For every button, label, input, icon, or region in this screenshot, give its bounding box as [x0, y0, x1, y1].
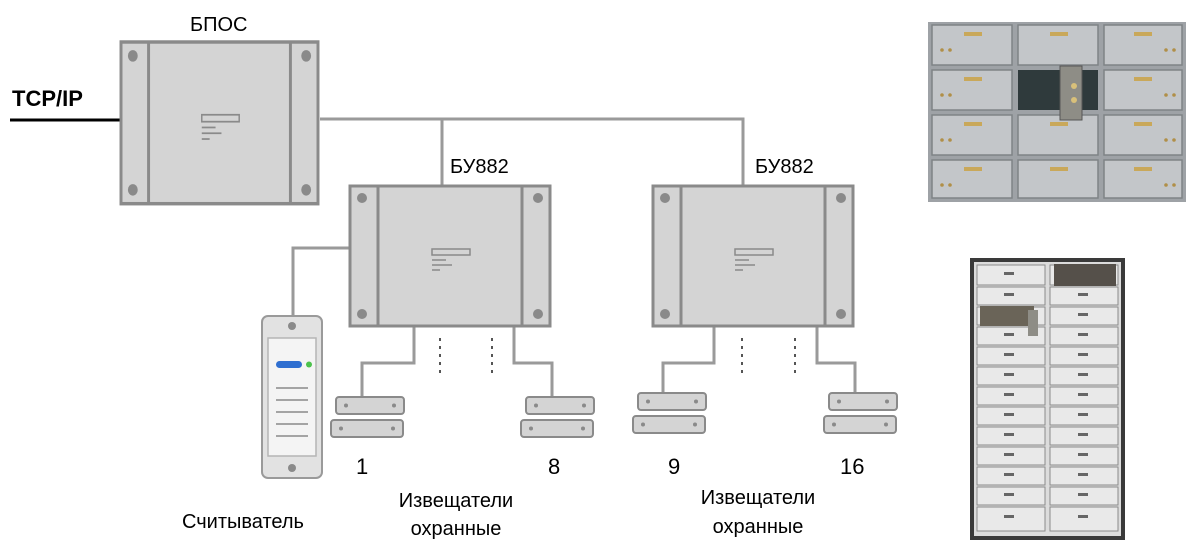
sensor-cable-8: [512, 325, 554, 397]
bpos-unit: [119, 40, 320, 206]
reader-label: Считыватель: [182, 511, 304, 533]
sensor-cable-16: [815, 325, 857, 393]
sensor-cable-9: [661, 325, 716, 393]
sensors-caption-2-line1: Извещатели: [701, 487, 815, 509]
reader-cable: [291, 246, 350, 318]
tcpip-label: TCP/IP: [12, 86, 83, 111]
sensor-number-16: 16: [840, 454, 864, 479]
sensor-9: [632, 392, 707, 434]
sensor-1: [330, 396, 405, 438]
bus-line: [320, 117, 745, 186]
sensor-number-8: 8: [548, 454, 560, 479]
open-box-door: [1059, 65, 1083, 121]
sensor-number-1: 1: [356, 454, 368, 479]
card-reader: [261, 315, 323, 479]
sensors-caption-2-line2: охранные: [713, 516, 804, 538]
sensor-cable-1: [360, 325, 416, 397]
sensor-16: [823, 392, 898, 434]
controller-unit-1: [348, 184, 552, 328]
sensors-caption-1-line1: Извещатели: [399, 490, 513, 512]
dotted-stubs: [439, 338, 796, 375]
bpos-label: БПОС: [190, 14, 248, 36]
reader-led: [306, 361, 312, 368]
open-box-cavity: [1018, 70, 1098, 110]
sensors-caption-1-line2: охранные: [411, 518, 502, 540]
controller-unit-2: [651, 184, 855, 328]
sensor-number-9: 9: [668, 454, 680, 479]
open-box-door-2: [980, 306, 1034, 326]
open-box-door-1: [1054, 264, 1116, 286]
sensor-8: [520, 396, 595, 438]
safe-deposit-boxes-photo-bottom: [970, 258, 1125, 540]
reader-indicator: [276, 361, 302, 368]
controller-label-2: БУ882: [755, 156, 814, 178]
safe-deposit-boxes-photo-top: [928, 22, 1186, 202]
controller-label-1: БУ882: [450, 156, 509, 178]
wiring: [10, 117, 857, 397]
